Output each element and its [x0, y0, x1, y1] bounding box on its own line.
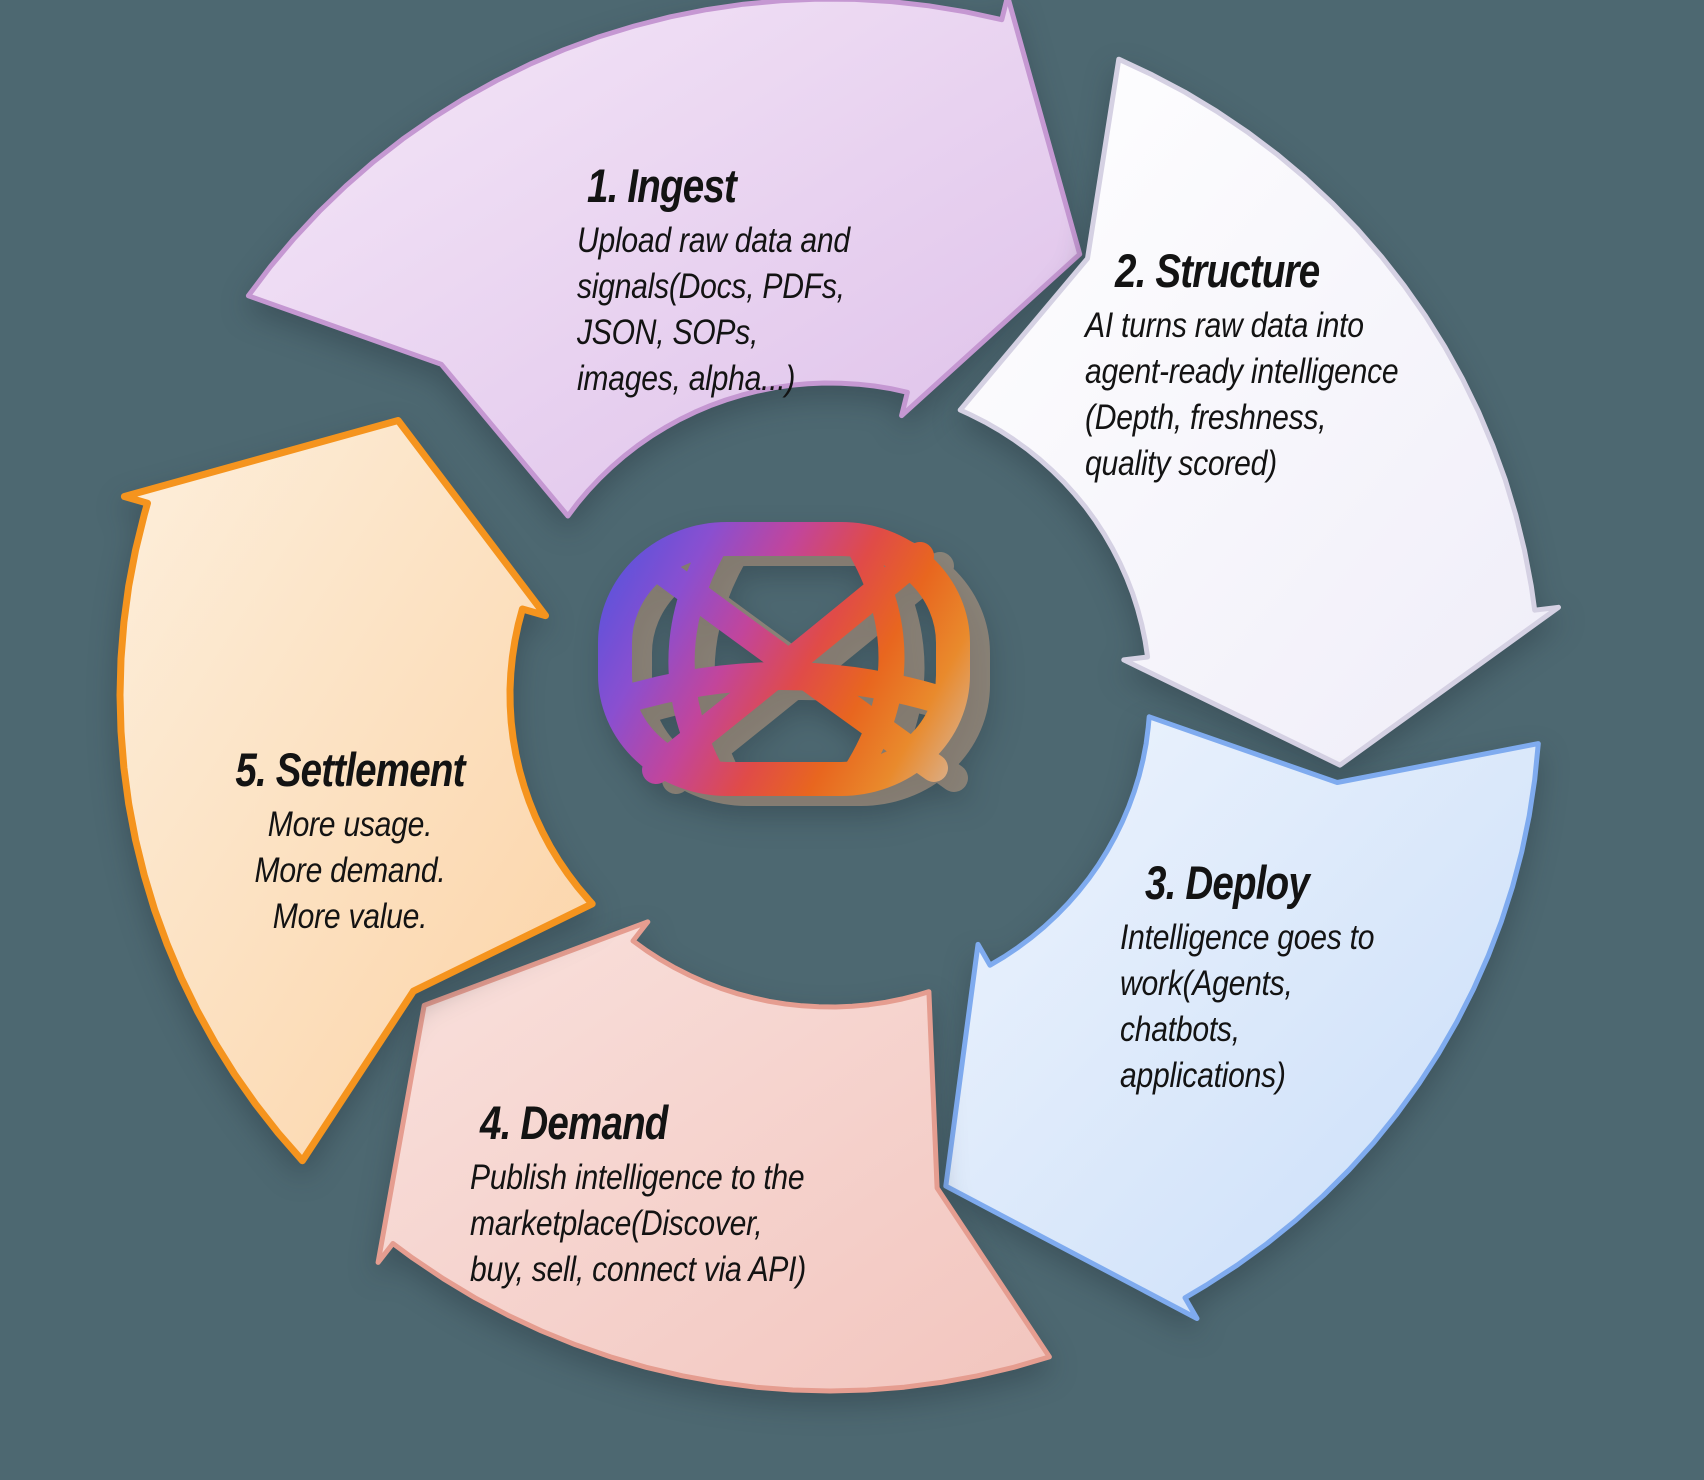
step-settlement-title: 5. Settlement: [235, 743, 465, 796]
step-settlement-description: More usage.More demand.More value.: [254, 805, 446, 936]
arrow-settlement: [116, 417, 596, 1165]
arrow-structure: [957, 56, 1561, 768]
step-demand-title: 4. Demand: [480, 1096, 668, 1149]
step-deploy-title: 3. Deploy: [1145, 856, 1310, 909]
globe-logo-front: [615, 539, 953, 779]
step-structure-title: 2. Structure: [1115, 244, 1320, 297]
step-ingest-title: 1. Ingest: [587, 159, 737, 212]
step-settlement-label: 5. Settlement More usage.More demand.Mor…: [205, 742, 495, 940]
arrow-demand: [375, 919, 1052, 1394]
arrow-deploy: [943, 714, 1541, 1321]
arrow-ingest: [245, 0, 1083, 519]
globe-logo: [615, 539, 973, 789]
